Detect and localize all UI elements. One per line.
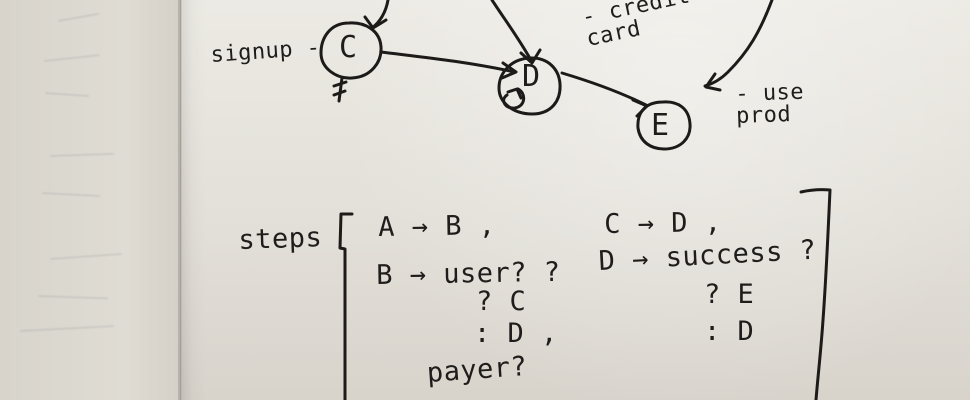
steps-right-bracket [799,188,832,400]
arrow-head-c-to-d [500,61,518,80]
left-notebook-page [0,0,181,400]
node-e-label: E [651,108,670,143]
step-left-4: : D , [474,318,558,349]
arrow-head-d-to-e [631,98,649,118]
steps-label: steps [237,222,323,256]
arrow-head-into-d-top [519,48,542,65]
arrow-into-e [703,0,774,88]
below-c-crossbar [332,89,347,97]
steps-left-bracket [338,212,354,400]
node-c-circle [319,21,383,80]
self-loop-head-d [506,87,523,100]
arrow-head-into-c [363,15,388,30]
step-right-4: : D [704,316,755,347]
arrow-c-to-d [379,50,517,74]
step-left-2: B → user? ? [375,256,561,291]
step-left-1: A → B , [377,209,496,243]
arrow-head-into-e [704,72,722,92]
step-left-5: payer? [425,350,529,389]
arrow-into-d-top [490,0,534,64]
step-left-3: ? C [476,286,527,317]
right-notebook-page [182,0,970,400]
step-right-3: ? E [704,279,755,310]
below-c-mark [337,76,344,103]
self-loop-d [502,87,526,110]
use-prod-note: - use prod [734,79,805,129]
node-d-circle [497,56,562,116]
step-right-1: C → D , [603,206,722,240]
below-c-crossbar [332,80,348,88]
node-c-label: C [339,30,358,65]
node-e-circle [636,100,692,151]
node-d-label: D [522,59,541,94]
